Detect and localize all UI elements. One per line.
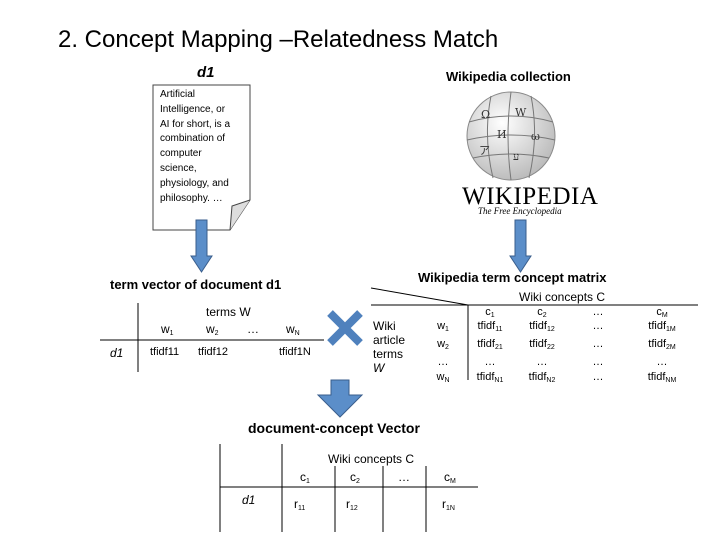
result-value-1: r11 bbox=[294, 497, 306, 512]
matrix-cell: … bbox=[592, 320, 604, 332]
matrix-row: tfidf21 tfidf22 … tfidf2M bbox=[466, 337, 698, 355]
concept-matrix-table-lines bbox=[370, 287, 698, 380]
matrix-row: tfidf11 tfidf12 … tfidf1M bbox=[466, 319, 698, 337]
matrix-cell: tfidf12 bbox=[529, 320, 555, 333]
document-text-line: Artificial bbox=[160, 89, 196, 100]
document-concept-vector-label: document-concept Vector bbox=[248, 420, 420, 436]
matrix-row-wn: wN bbox=[436, 371, 450, 384]
wikipedia-tagline: The Free Encyclopedia bbox=[478, 206, 562, 216]
matrix-cell: tfidf1M bbox=[648, 320, 676, 333]
matrix-cell: … bbox=[592, 356, 604, 368]
matrix-row-w2: w2 bbox=[437, 338, 449, 351]
term-vector-col-1: w1 bbox=[161, 322, 174, 337]
document-text-line: science, bbox=[160, 162, 197, 174]
svg-text:ア: ア bbox=[479, 144, 490, 157]
result-col-c1: c1 bbox=[300, 470, 310, 485]
matrix-cell: tfidfN1 bbox=[476, 371, 504, 384]
document-shape bbox=[152, 84, 251, 231]
document-text-line: Intelligence, or bbox=[160, 103, 226, 115]
result-arrow bbox=[316, 379, 364, 418]
matrix-row: … … … … bbox=[466, 355, 698, 370]
document-text-line: AI for short, is a bbox=[160, 118, 231, 130]
document-text: Artificial Intelligence, or AI for short… bbox=[160, 88, 246, 206]
result-col-c2: c2 bbox=[350, 470, 360, 485]
matrix-cell: … bbox=[484, 356, 496, 368]
term-vector-header: terms W bbox=[206, 305, 251, 319]
term-vector-col-2: w2 bbox=[206, 322, 219, 337]
svg-text:ω: ω bbox=[531, 130, 540, 143]
wikipedia-wordmark: WIKIPEDIA bbox=[462, 183, 599, 210]
matrix-col-c1: c1 bbox=[485, 306, 495, 319]
matrix-cell: … bbox=[536, 356, 548, 368]
wikipedia-globe-logo: Ω W И ω ア ע bbox=[466, 90, 557, 181]
result-value-2: r12 bbox=[346, 497, 358, 512]
term-vector-value-2: tfidf12 bbox=[198, 346, 228, 358]
term-vector-value-n: tfidf1N bbox=[279, 346, 311, 358]
matrix-cell: tfidf21 bbox=[477, 338, 503, 351]
concept-matrix-col-headers: c1 c2 … cM bbox=[466, 306, 698, 319]
down-arrow-right bbox=[509, 219, 532, 273]
matrix-cell: tfidfNM bbox=[647, 371, 677, 384]
svg-text:W: W bbox=[515, 106, 527, 119]
term-vector-row-label: d1 bbox=[110, 346, 124, 360]
matrix-cell: … bbox=[592, 371, 604, 383]
result-table-lines bbox=[219, 444, 478, 532]
down-arrow-left bbox=[190, 219, 213, 273]
matrix-cell: tfidf22 bbox=[529, 338, 555, 351]
svg-text:И: И bbox=[497, 128, 507, 141]
svg-text:ע: ע bbox=[513, 150, 519, 163]
slide-title: 2. Concept Mapping –Relatedness Match bbox=[58, 26, 499, 53]
concept-matrix-header: Wiki concepts C bbox=[519, 290, 606, 304]
concept-matrix-rows: w1 w2 … wN bbox=[433, 319, 453, 388]
multiply-icon bbox=[327, 310, 363, 346]
document-text-line: philosophy. … bbox=[160, 192, 223, 204]
document-text-line: combination of bbox=[160, 133, 226, 145]
concept-matrix-cells: tfidf11 tfidf12 … tfidf1M tfidf21 tfidf2… bbox=[466, 319, 698, 388]
result-header: Wiki concepts C bbox=[328, 452, 415, 466]
result-col-ellipsis: … bbox=[398, 470, 410, 484]
term-vector-col-ellipsis: … bbox=[247, 322, 259, 336]
matrix-row-w1: w1 bbox=[437, 320, 449, 333]
concept-matrix-row-header: Wiki article terms W bbox=[373, 319, 406, 375]
matrix-cell: tfidf11 bbox=[477, 320, 503, 333]
matrix-cell: … bbox=[656, 356, 668, 368]
concept-matrix-label: Wikipedia term concept matrix bbox=[418, 270, 607, 285]
term-vector-col-n: wN bbox=[286, 322, 300, 337]
svg-text:Ω: Ω bbox=[481, 108, 490, 121]
document-text-line: computer bbox=[160, 148, 202, 160]
matrix-cell: … bbox=[592, 338, 604, 350]
term-vector-table-lines bbox=[100, 303, 324, 372]
result-col-cm: cM bbox=[444, 470, 456, 485]
matrix-col-cm: cM bbox=[656, 306, 668, 319]
term-vector-value-1: tfidf11 bbox=[150, 346, 180, 358]
matrix-row-ellipsis: … bbox=[437, 356, 449, 368]
matrix-col-c2: c2 bbox=[537, 306, 547, 319]
document-text-line: physiology, and bbox=[160, 177, 229, 189]
matrix-cell: tfidf2M bbox=[648, 338, 676, 351]
matrix-col-ellipsis: … bbox=[592, 306, 604, 318]
matrix-cell: tfidfN2 bbox=[528, 371, 556, 384]
matrix-row: tfidfN1 tfidfN2 … tfidfNM bbox=[466, 370, 698, 388]
document-label: d1 bbox=[197, 64, 215, 81]
result-row-label: d1 bbox=[242, 493, 256, 507]
term-vector-label: term vector of document d1 bbox=[110, 277, 282, 292]
wikipedia-collection-label: Wikipedia collection bbox=[446, 69, 571, 84]
result-value-n: r1N bbox=[442, 497, 455, 512]
